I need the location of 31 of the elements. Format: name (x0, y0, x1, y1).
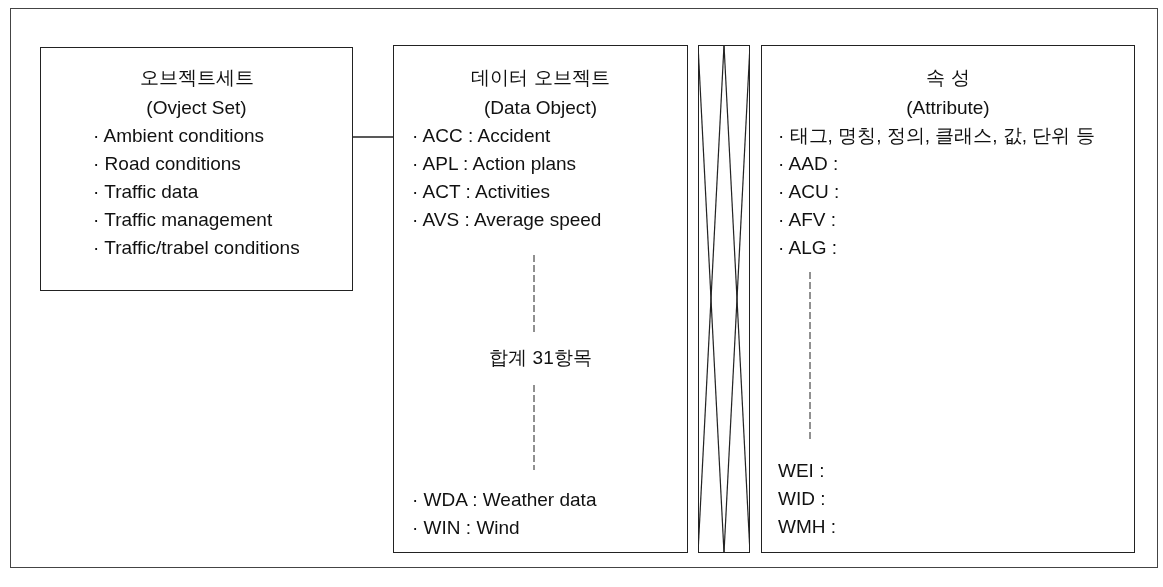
list-item: · 태그, 명칭, 정의, 클래스, 값, 단위 등 (778, 124, 1095, 148)
list-item: · AAD : (778, 152, 839, 176)
list-item: · WIN : Wind (412, 516, 520, 540)
list-item: · ACC : Accident (412, 124, 551, 148)
subtitle-text: (Attribute) (905, 96, 991, 120)
list-item: · APL : Action plans (412, 152, 577, 176)
text-box (393, 45, 688, 553)
text-box (761, 45, 1135, 553)
list-item: · Traffic data (93, 180, 199, 204)
list-item: WMH : (778, 515, 837, 539)
list-item: · Ambient conditions (93, 124, 265, 148)
subtitle-text: (Ovject Set) (145, 96, 248, 120)
list-item: · Traffic/trabel conditions (93, 236, 300, 260)
list-item: · AVS : Average speed (412, 208, 602, 232)
list-item: · ALG : (778, 236, 838, 260)
connector-line (352, 136, 394, 138)
list-item: · Road conditions (93, 152, 241, 176)
list-item: · Traffic management (93, 208, 273, 232)
list-item: · ACT : Activities (412, 180, 550, 204)
text-box (40, 47, 353, 291)
cross-box (698, 45, 750, 553)
heading-text: 데이터 오브젝트 (470, 66, 611, 90)
list-item: · WDA : Weather data (412, 488, 597, 512)
list-item: WEI : (778, 459, 825, 483)
heading-text: 속 성 (925, 66, 971, 90)
list-item: · AFV : (778, 208, 837, 232)
heading-text: 오브젝트세트 (138, 66, 255, 90)
list-item: · ACU : (778, 180, 840, 204)
note-text: 합계 31항목 (488, 346, 593, 370)
subtitle-text: (Data Object) (483, 96, 598, 120)
list-item: WID : (778, 487, 826, 511)
